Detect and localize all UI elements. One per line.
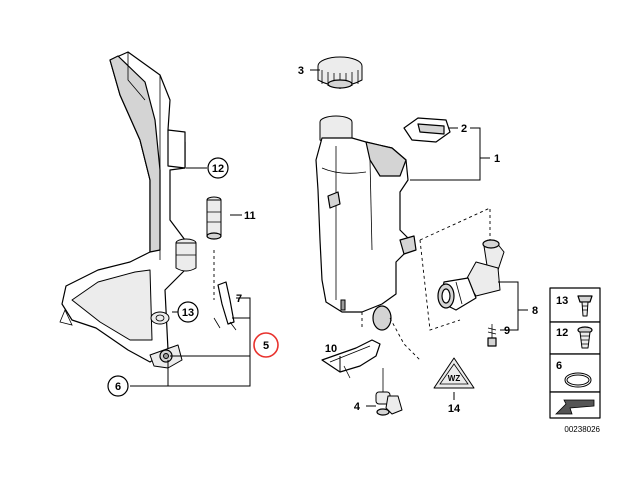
legend-box-13 — [549, 287, 601, 323]
label-7: 7 — [236, 293, 242, 305]
o-ring-icon — [564, 372, 592, 388]
legend-label-6: 6 — [556, 360, 562, 372]
hose-connector-part-8 — [437, 239, 505, 311]
callout-circle-12 — [207, 157, 229, 179]
leader-lines — [130, 69, 528, 407]
cap-part-3 — [317, 56, 363, 89]
label-4: 4 — [354, 401, 361, 413]
legend-label-13: 13 — [556, 295, 568, 307]
warning-label-part-14: WZ — [433, 357, 475, 389]
bracket-part-2 — [403, 117, 451, 143]
level-sensor-part-4 — [375, 368, 403, 416]
label-6: 6 — [115, 381, 121, 393]
legend-label-12: 12 — [556, 327, 568, 339]
plug-part-11 — [206, 196, 222, 240]
legend-box-12 — [549, 321, 601, 355]
screw-part-9 — [487, 324, 497, 347]
arrow-icon — [555, 399, 595, 415]
expanding-rivet-icon — [577, 326, 593, 349]
label-8: 8 — [532, 305, 538, 317]
label-13: 13 — [182, 307, 194, 319]
warning-label-text: WZ — [448, 374, 461, 383]
label-2: 2 — [461, 123, 467, 135]
guide-lines — [213, 207, 491, 361]
clip-part-7 — [213, 281, 237, 331]
callout-circle-13 — [177, 301, 199, 323]
label-3: 3 — [298, 65, 304, 77]
air-duct-bracket — [59, 51, 186, 369]
legend-panel: 13 12 6 00238026 — [549, 287, 601, 434]
callout-circle-6 — [107, 375, 129, 397]
label-9: 9 — [504, 325, 510, 337]
catalog-number: 00238026 — [564, 425, 600, 434]
callout-labels: 3 2 1 12 11 13 7 5 6 10 4 14 8 9 — [107, 65, 538, 415]
callout-circle-5-highlighted[interactable] — [253, 332, 279, 358]
label-1: 1 — [494, 153, 500, 165]
spring-clip-part-10 — [321, 339, 381, 379]
label-10: 10 — [325, 343, 337, 355]
label-11: 11 — [244, 210, 256, 222]
push-rivet-icon — [577, 295, 593, 317]
grommet-part-13-on-bracket — [150, 311, 170, 325]
expansion-tank-part-1 — [315, 115, 417, 331]
bracket-reservoir — [175, 238, 197, 272]
label-5: 5 — [263, 340, 269, 352]
label-14: 14 — [448, 403, 461, 415]
label-12: 12 — [212, 163, 224, 175]
